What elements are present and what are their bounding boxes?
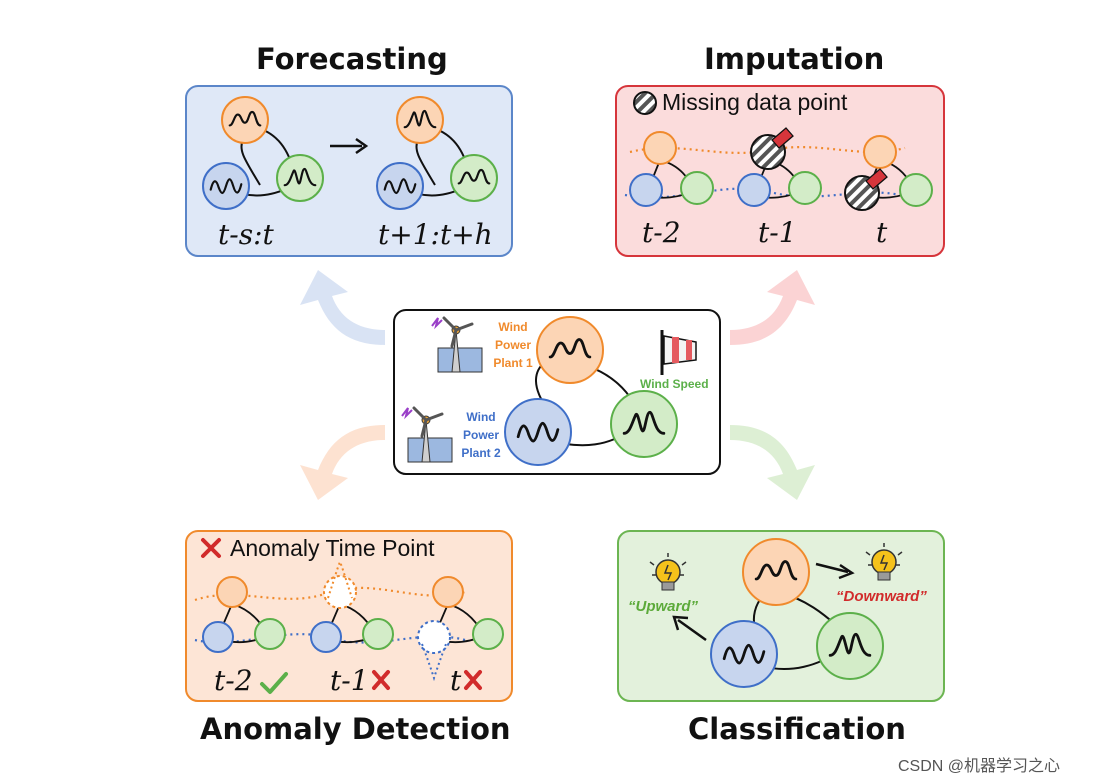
eraser-icon (771, 127, 794, 149)
lightbulb-icon (865, 543, 903, 581)
plant2-label: Wind Power Plant 2 (456, 408, 506, 462)
cross-icon (464, 670, 482, 690)
arrow-to-classification (730, 425, 815, 500)
anomaly-graph-t (417, 576, 504, 682)
anomaly-graph-t-2 (202, 576, 286, 653)
imputation-label-t-1: t-1 (758, 216, 797, 249)
imputation-graph-t-1 (737, 127, 822, 207)
imputation-label-t-2: t-2 (642, 216, 681, 249)
forecast-input-label: t-s:t (218, 218, 274, 251)
missing-legend-icon (633, 91, 657, 115)
imputation-label-t: t (876, 216, 888, 249)
anomaly-node (323, 575, 357, 609)
windsock-icon (660, 330, 697, 375)
plant2-label-line3: Plant 2 (461, 446, 501, 460)
arrow-downward (815, 562, 855, 580)
imputation-panel (615, 85, 945, 257)
class-node-orange (742, 538, 810, 606)
arrow-to-forecasting (300, 270, 385, 345)
downward-label: “Downward” (836, 588, 927, 605)
forecast-output-graph (376, 96, 498, 210)
anomaly-label-t: t (450, 664, 462, 697)
imputation-graph-t (844, 135, 933, 211)
forecast-arrow (330, 137, 369, 155)
eraser-icon (865, 168, 888, 190)
classification-title: Classification (688, 712, 906, 746)
imputation-title: Imputation (704, 42, 885, 76)
anomaly-detection-title: Anomaly Detection (200, 712, 511, 746)
arrow-to-anomaly (300, 425, 385, 500)
cross-icon (372, 670, 390, 690)
plant2-label-line2: Power (462, 428, 499, 442)
forecast-input-graph (202, 96, 324, 210)
lightbulb-icon (649, 553, 687, 591)
arrow-to-imputation (730, 270, 815, 345)
wind-turbine-icon-2 (401, 406, 453, 463)
wind-turbine-icon-1 (431, 316, 483, 373)
anomaly-graph-t-1 (310, 559, 394, 653)
check-icon (260, 672, 288, 694)
anomaly-panel (185, 530, 513, 702)
anomaly-legend-text: Anomaly Time Point (230, 535, 435, 561)
anomaly-node (417, 620, 451, 654)
upward-label: “Upward” (628, 598, 699, 615)
forecast-output-label: t+1:t+h (378, 218, 493, 251)
wind-speed-label: Wind Speed (640, 377, 709, 391)
forecasting-title: Forecasting (256, 42, 448, 76)
plant1-label-line1: Wind (498, 320, 528, 334)
node-orange (221, 96, 269, 144)
plant1-label-line2: Power (494, 338, 531, 352)
plant1-label: Wind Power Plant 1 (488, 318, 538, 372)
anomaly-legend-icon (201, 538, 221, 558)
node-green (450, 154, 498, 202)
anomaly-label-t-1: t-1 (330, 664, 369, 697)
anomaly-label-t-2: t-2 (214, 664, 253, 697)
watermark: CSDN @机器学习之心 (898, 758, 1061, 775)
plant1-label-line3: Plant 1 (493, 356, 533, 370)
plant2-label-line1: Wind (466, 410, 496, 424)
arrow-upward (672, 615, 707, 642)
center-node-orange (536, 316, 604, 384)
imputation-graph-t-2 (629, 131, 714, 207)
missing-legend-text: Missing data point (662, 89, 848, 115)
